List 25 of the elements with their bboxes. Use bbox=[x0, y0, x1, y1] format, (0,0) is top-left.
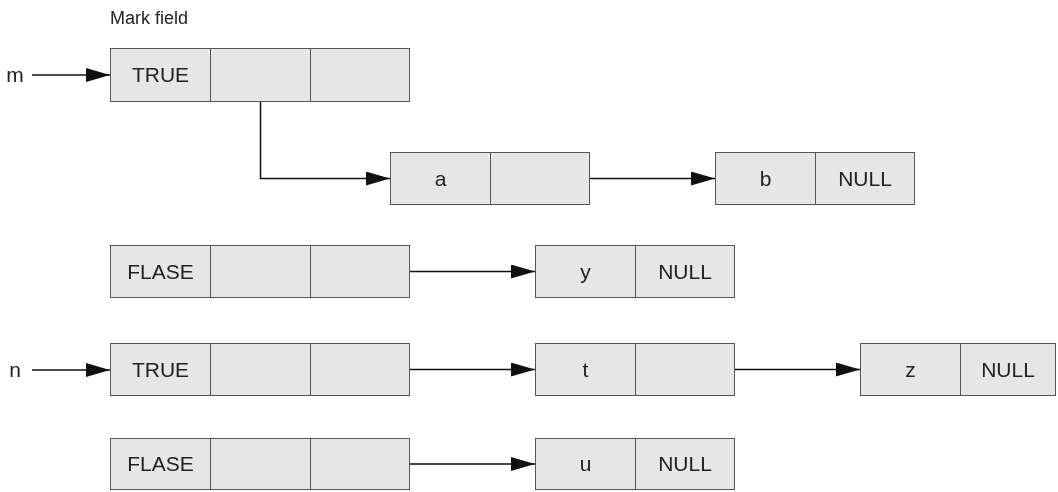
field-caption: Mark field bbox=[110, 8, 189, 29]
list-node-field: t bbox=[535, 343, 636, 396]
list-node-field: a bbox=[390, 152, 491, 205]
list-node-field: NULL bbox=[635, 245, 735, 298]
arrow bbox=[409, 264, 536, 279]
list-node-field: b bbox=[715, 152, 816, 205]
arrow bbox=[31, 363, 111, 377]
list-node-field: y bbox=[535, 245, 636, 298]
arrow bbox=[409, 457, 536, 471]
list-node-field: NULL bbox=[960, 343, 1056, 396]
list-node-field: TRUE bbox=[110, 343, 211, 396]
list-node-field: TRUE bbox=[110, 48, 211, 102]
arrow bbox=[259, 101, 391, 186]
pointer-variable-label: m bbox=[4, 58, 26, 92]
list-node-field: NULL bbox=[815, 152, 915, 205]
arrow bbox=[589, 171, 716, 186]
list-node-field: u bbox=[535, 438, 636, 490]
list-node-field: NULL bbox=[635, 438, 735, 490]
pointer-variable-label: n bbox=[4, 353, 26, 387]
list-node-field: z bbox=[860, 343, 961, 396]
list-node-field: FLASE bbox=[110, 438, 211, 490]
arrow bbox=[31, 68, 111, 82]
arrow bbox=[734, 362, 861, 377]
list-node-field: FLASE bbox=[110, 245, 211, 298]
arrow bbox=[409, 362, 536, 377]
